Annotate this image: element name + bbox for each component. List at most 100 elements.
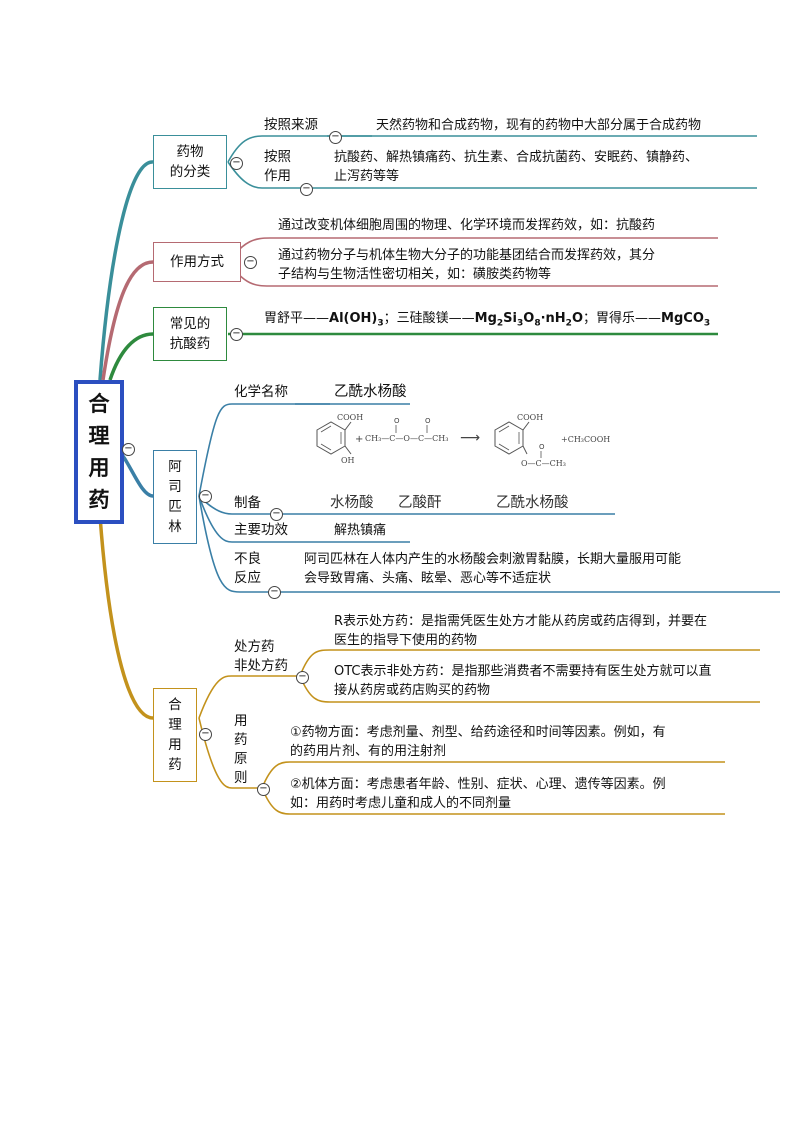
reactant-name: 乙酸酐	[398, 495, 442, 511]
otc-text: 接从药房或药店购买的药物	[334, 683, 491, 698]
mode-collapse-icon[interactable]: −	[244, 256, 257, 269]
formula-sub: 2	[496, 318, 504, 329]
mode-line2: 子结构与生物活性密切相关，如：磺胺类药物等	[278, 267, 552, 282]
antacid-formula: O	[523, 311, 535, 326]
principle-label: 用	[234, 713, 248, 729]
rx-label: 处方药	[234, 639, 275, 655]
node-title: 的分类	[169, 164, 211, 180]
adverse-label: 反应	[234, 570, 261, 586]
node-title: 司	[168, 479, 182, 495]
effect-text: 解热镇痛	[334, 523, 387, 538]
root-node[interactable]: 合 理 用 药	[74, 380, 124, 524]
formula-sub: 3	[517, 318, 524, 329]
node-title: 作用方式	[170, 254, 224, 270]
chem-name-label: 化学名称	[234, 384, 288, 400]
chem-name: 乙酰水杨酸	[334, 384, 407, 400]
antacid-formula: O	[571, 311, 583, 326]
by-action-label: 按照	[264, 149, 291, 165]
root-char: 用	[88, 456, 110, 480]
otc-text: OTC表示非处方药：是指那些消费者不需要持有医生处方就可以直	[334, 664, 712, 679]
product-name: 乙酰水杨酸	[496, 495, 569, 511]
by-action-label: 作用	[264, 168, 291, 184]
node-title: 理	[168, 717, 182, 733]
plus-1: +	[355, 434, 363, 445]
antacid-drug: 胃舒平	[264, 311, 304, 326]
rx-text: 医生的指导下使用的药物	[334, 633, 478, 648]
formula-sub: 2	[565, 318, 572, 329]
formula-sub: 8	[534, 318, 541, 329]
principle-label: 则	[234, 770, 248, 786]
node-title: 匹	[168, 499, 182, 515]
mode-line2: 通过药物分子与机体生物大分子的功能基团结合而发挥药效，其分	[278, 248, 656, 263]
adverse-text: 阿司匹林在人体内产生的水杨酸会刺激胃黏膜，长期大量服用可能	[304, 552, 682, 567]
principle-1: 的药用片剂、有的用注射剂	[290, 744, 447, 759]
antacid-drug: 三硅酸镁	[396, 311, 449, 326]
node-title: 抗酸药	[169, 336, 211, 352]
r1-oh: OH	[341, 456, 355, 465]
principle-2: 如：用药时考虑儿童和成人的不同剂量	[290, 796, 512, 811]
by-source-text: 天然药物和合成药物，现有的药物中大部分属于合成药物	[376, 118, 702, 133]
anhydride-o: O	[394, 417, 400, 425]
node-classification[interactable]: 药物 的分类	[153, 135, 227, 189]
node-title: 常见的	[169, 316, 211, 332]
reactant-name: 水杨酸	[330, 495, 374, 511]
formula-sub: 3	[377, 318, 384, 329]
node-title: 林	[168, 519, 182, 535]
antacid-list: 胃舒平——Al(OH)3；三硅酸镁——Mg2Si3O8·nH2O；胃得乐——Mg…	[264, 311, 711, 329]
principle-1: ①药物方面：考虑剂量、剂型、给药途径和时间等因素。例如，有	[290, 725, 666, 740]
effect-label: 主要功效	[234, 522, 288, 538]
principle-label: 药	[234, 732, 248, 748]
node-title: 药物	[176, 144, 204, 160]
antacid-formula: ·nH	[540, 311, 566, 326]
by-action-collapse-icon[interactable]: −	[300, 183, 313, 196]
antacid-formula: Si	[503, 311, 517, 326]
aspirin-collapse-icon[interactable]: −	[199, 490, 212, 503]
p1-cooh: COOH	[517, 413, 543, 422]
root-char: 理	[88, 424, 110, 448]
mode-line1: 通过改变机体细胞周围的物理、化学环境而发挥药效，如：抗酸药	[278, 218, 656, 233]
node-aspirin[interactable]: 阿 司 匹 林	[153, 450, 197, 544]
antacid-drug: 胃得乐	[596, 311, 636, 326]
arrow-icon: ⟶	[460, 430, 480, 446]
node-title: 药	[168, 757, 182, 773]
rational-collapse-icon[interactable]: −	[199, 728, 212, 741]
node-rational[interactable]: 合 理 用 药	[153, 688, 197, 782]
anhydride: CH₃—C—O—C—CH₃	[365, 434, 448, 443]
principle-2: ②机体方面：考虑患者年龄、性别、症状、心理、遗传等因素。例	[290, 777, 666, 792]
antacid-collapse-icon[interactable]: −	[230, 328, 243, 341]
r1-cooh: COOH	[337, 413, 363, 422]
adverse-collapse-icon[interactable]: −	[268, 586, 281, 599]
principle-collapse-icon[interactable]: −	[257, 783, 270, 796]
rx-collapse-icon[interactable]: −	[296, 671, 309, 684]
principle-label: 原	[234, 751, 248, 767]
p1-ester: O—C—CH₃	[521, 459, 566, 468]
rx-text: R表示处方药：是指需凭医生处方才能从药房或药店得到，并要在	[334, 614, 708, 629]
antacid-formula: Mg	[474, 311, 497, 326]
p1-ester-o: O	[539, 443, 545, 451]
classification-collapse-icon[interactable]: −	[230, 157, 243, 170]
by-source-label: 按照来源	[264, 117, 318, 133]
otc-label: 非处方药	[234, 658, 288, 674]
node-title: 合	[168, 697, 182, 713]
node-title: 阿	[168, 459, 182, 475]
node-antacid[interactable]: 常见的 抗酸药	[153, 307, 227, 361]
prep-collapse-icon[interactable]: −	[270, 508, 283, 521]
anhydride-o: O	[425, 417, 431, 425]
node-mode[interactable]: 作用方式	[153, 242, 241, 282]
by-source-collapse-icon[interactable]: −	[329, 131, 342, 144]
acetic-acid: +CH₃COOH	[561, 435, 610, 444]
antacid-formula: MgCO	[661, 311, 704, 326]
root-char: 合	[88, 392, 110, 416]
adverse-text: 会导致胃痛、头痛、眩晕、恶心等不适症状	[304, 571, 552, 586]
root-char: 药	[88, 488, 110, 512]
adverse-label: 不良	[234, 551, 261, 567]
reaction-scheme: COOH OH + CH₃—C—O—C—CH₃ O O ⟶ COOH O—C—C…	[316, 413, 610, 468]
by-action-text: 止泻药等等	[334, 169, 400, 184]
root-collapse-icon[interactable]: −	[122, 443, 135, 456]
antacid-formula: Al(OH)	[329, 311, 378, 326]
node-title: 用	[168, 737, 182, 753]
prep-label: 制备	[234, 495, 261, 511]
by-action-text: 抗酸药、解热镇痛药、抗生素、合成抗菌药、安眠药、镇静药、	[334, 150, 699, 165]
formula-sub: 3	[703, 318, 711, 329]
